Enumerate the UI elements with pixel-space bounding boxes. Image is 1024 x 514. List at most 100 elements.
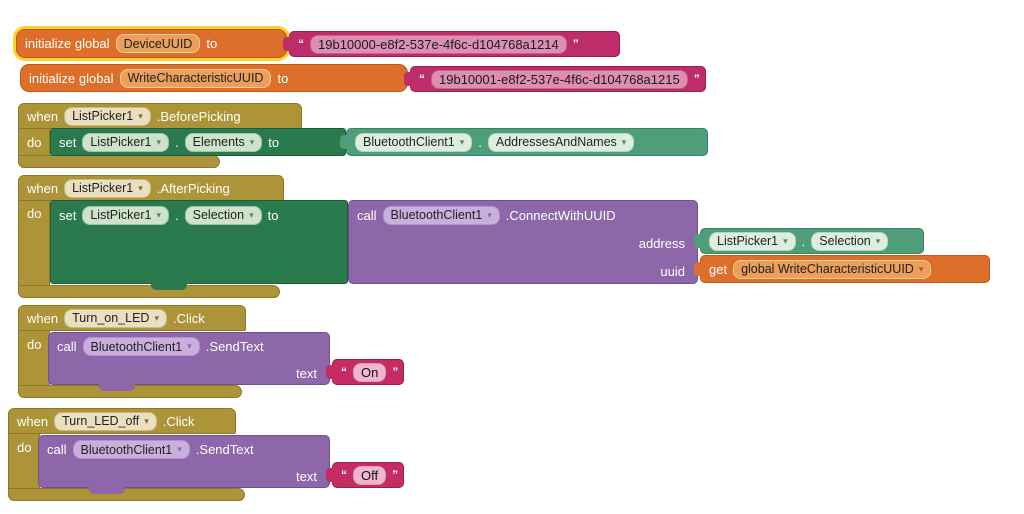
value-plug [404, 72, 415, 86]
variable-name-field[interactable]: DeviceUUID [115, 34, 201, 53]
component-dropdown[interactable]: Turn_LED_off ▾ [54, 411, 157, 431]
off-string-block[interactable]: “ Off ” [326, 462, 404, 488]
string-value-field[interactable]: On [353, 362, 387, 382]
property-dropdown[interactable]: Elements ▾ [184, 132, 263, 152]
set-label: set [59, 134, 77, 150]
component-dropdown[interactable]: ListPicker1 ▾ [64, 178, 151, 198]
property-name: Selection [192, 208, 245, 222]
text-param-label: text [296, 365, 317, 381]
listpicker-selection-getter-block[interactable]: ListPicker1 ▾ . Selection ▾ [694, 228, 924, 254]
initialize-global-label: initialize global [29, 70, 114, 86]
when-listpicker-afterpicking-block[interactable]: when ListPicker1 ▾ .AfterPicking [18, 175, 284, 201]
string-value-field[interactable]: 19b10000-e8f2-537e-4f6c-d104768a1214 [310, 34, 567, 54]
variable-name: DeviceUUID [123, 36, 193, 51]
dropdown-arrow-icon: ▾ [918, 263, 924, 274]
component-name: BluetoothClient1 [90, 339, 183, 354]
open-quote: “ [419, 72, 425, 86]
value-plug [694, 234, 705, 248]
dropdown-arrow-icon: ▾ [187, 341, 192, 351]
string-value: Off [361, 467, 379, 483]
dropdown-arrow-icon: ▾ [156, 209, 162, 220]
bluetoothclient-addressesandnames-getter-block[interactable]: BluetoothClient1 ▾ . AddressesAndNames ▾ [340, 128, 708, 156]
string-value: 19b10000-e8f2-537e-4f6c-d104768a1214 [318, 36, 559, 52]
do-section: do [18, 200, 50, 286]
variable-name: WriteCharacteristicUUID [127, 71, 264, 85]
string-value: On [361, 364, 379, 380]
when-listpicker-beforepicking-block[interactable]: when ListPicker1 ▾ .BeforePicking [18, 103, 302, 129]
close-quote: ” [392, 365, 399, 379]
call-sendtext-block[interactable]: call BluetoothClient1 ▾ .SendText text [48, 332, 330, 391]
when-turn-led-off-click-block[interactable]: when Turn_LED_off ▾ .Click [8, 408, 236, 434]
set-listpicker-selection-block[interactable]: set ListPicker1 ▾ . Selection ▾ to [50, 200, 348, 290]
to-label: to [206, 36, 218, 51]
get-global-writecharacteristicuuid-block[interactable]: get global WriteCharacteristicUUID ▾ [694, 255, 990, 283]
when-label: when [27, 310, 59, 326]
next-connector-tab [151, 282, 187, 290]
value-plug [694, 262, 705, 276]
property-dropdown[interactable]: Selection ▾ [184, 205, 262, 225]
event-name: .AfterPicking [156, 180, 230, 196]
set-label: set [59, 207, 77, 223]
component-dropdown[interactable]: ListPicker1 ▾ [709, 231, 796, 251]
uuid-param-label: uuid [660, 263, 685, 279]
set-listpicker-elements-block[interactable]: set ListPicker1 ▾ . Elements ▾ to [50, 128, 346, 156]
when-label: when [17, 413, 49, 429]
write-uuid-string-block[interactable]: “ 19b10001-e8f2-537e-4f6c-d104768a1215 ” [404, 66, 706, 92]
open-quote: “ [298, 37, 304, 51]
component-name: ListPicker1 [90, 135, 152, 149]
component-name: ListPicker1 [90, 208, 152, 222]
initialize-global-writecharacteristicuuid-block[interactable]: initialize global WriteCharacteristicUUI… [20, 64, 408, 92]
address-param-label: address [638, 235, 685, 251]
on-string-block[interactable]: “ On ” [326, 359, 404, 385]
string-value-field[interactable]: 19b10001-e8f2-537e-4f6c-d104768a1215 [431, 69, 688, 89]
initialize-global-deviceuuid-block[interactable]: initialize global DeviceUUID to [16, 29, 287, 58]
component-dropdown[interactable]: BluetoothClient1 ▾ [82, 337, 200, 356]
dropdown-arrow-icon: ▾ [621, 136, 627, 147]
component-name: BluetoothClient1 [363, 135, 455, 149]
string-value: 19b10001-e8f2-537e-4f6c-d104768a1215 [439, 71, 680, 87]
property-dropdown[interactable]: AddressesAndNames ▾ [487, 132, 635, 152]
component-dropdown[interactable]: BluetoothClient1 ▾ [355, 132, 473, 152]
component-name: ListPicker1 [717, 234, 779, 248]
component-dropdown[interactable]: Turn_on_LED ▾ [64, 308, 167, 328]
component-dropdown[interactable]: BluetoothClient1 ▾ [72, 440, 190, 459]
component-dropdown[interactable]: BluetoothClient1 ▾ [382, 205, 500, 225]
value-plug [326, 365, 337, 379]
call-sendtext-block[interactable]: call BluetoothClient1 ▾ .SendText text [38, 435, 330, 494]
event-name: .BeforePicking [156, 108, 241, 124]
method-name: .SendText [205, 339, 264, 354]
close-quote: ” [392, 468, 399, 482]
dropdown-arrow-icon: ▾ [783, 235, 788, 246]
variable-dropdown[interactable]: global WriteCharacteristicUUID ▾ [733, 259, 932, 279]
component-name: BluetoothClient1 [390, 208, 483, 222]
dropdown-arrow-icon: ▾ [156, 136, 162, 147]
value-plug [326, 468, 337, 482]
dropdown-arrow-icon: ▾ [459, 136, 465, 147]
property-name: Selection [819, 234, 871, 248]
dropdown-arrow-icon: ▾ [154, 312, 159, 323]
open-quote: “ [341, 468, 347, 482]
next-connector-tab [99, 383, 135, 391]
device-uuid-string-block[interactable]: “ 19b10000-e8f2-537e-4f6c-d104768a1214 ” [283, 31, 620, 57]
component-dropdown[interactable]: ListPicker1 ▾ [64, 106, 151, 126]
dot-separator: . [801, 233, 806, 249]
call-label: call [57, 339, 77, 354]
property-name: AddressesAndNames [495, 135, 617, 149]
property-dropdown[interactable]: Selection ▾ [811, 231, 889, 251]
call-connectwithuuid-block[interactable]: call BluetoothClient1 ▾ .ConnectWithUUID… [348, 200, 698, 284]
event-name: .Click [162, 413, 195, 429]
method-name: .ConnectWithUUID [505, 207, 616, 223]
component-dropdown[interactable]: ListPicker1 ▾ [82, 132, 170, 152]
component-dropdown[interactable]: ListPicker1 ▾ [82, 205, 170, 225]
dropdown-arrow-icon: ▾ [138, 110, 143, 121]
dot-separator: . [175, 134, 179, 150]
event-block-footer [18, 285, 280, 298]
variable-name-field[interactable]: WriteCharacteristicUUID [119, 68, 272, 88]
component-name: BluetoothClient1 [80, 442, 173, 457]
string-value-field[interactable]: Off [353, 465, 387, 485]
when-turn-on-led-click-block[interactable]: when Turn_on_LED ▾ .Click [18, 305, 246, 331]
do-label: do [27, 206, 42, 221]
to-label: to [277, 70, 289, 86]
do-label: do [27, 135, 42, 150]
